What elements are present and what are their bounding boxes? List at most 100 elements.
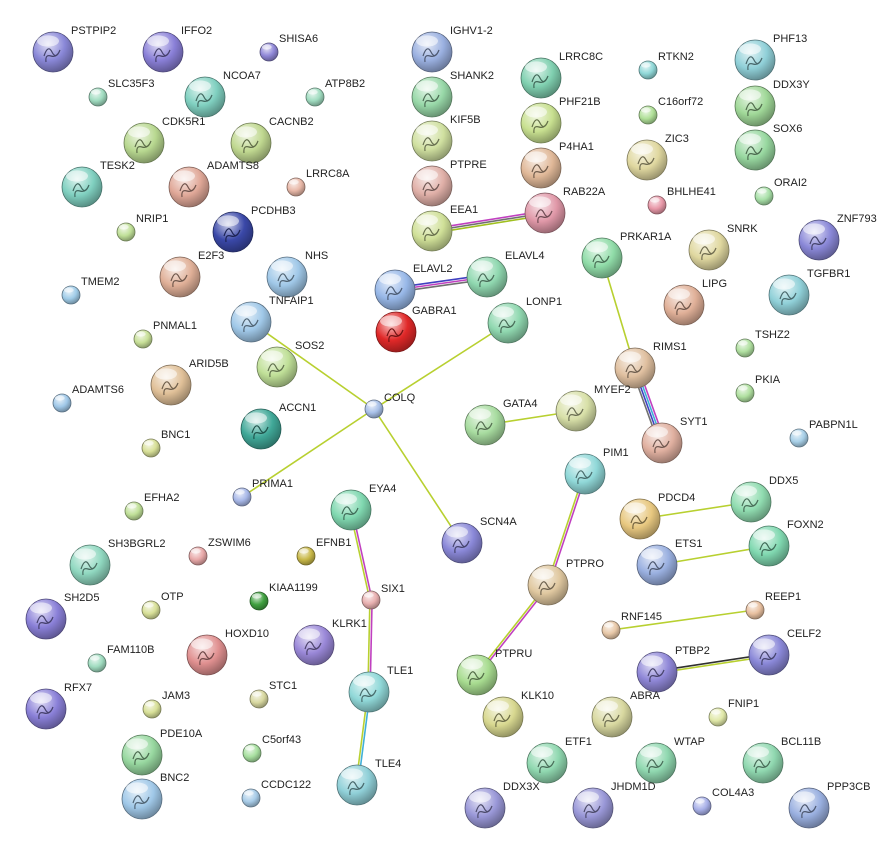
- node-tle1[interactable]: TLE1: [348, 665, 413, 713]
- node-col4a3[interactable]: COL4A3: [692, 787, 754, 816]
- node-elavl2[interactable]: ELAVL2: [374, 263, 453, 311]
- node-nhs[interactable]: NHS: [266, 250, 328, 298]
- node-zic3[interactable]: ZIC3: [626, 133, 689, 181]
- node-rnf145[interactable]: RNF145: [601, 611, 662, 640]
- node-tgfbr1[interactable]: TGFBR1: [768, 268, 850, 316]
- node-bcl11b[interactable]: BCL11B: [742, 736, 821, 784]
- node-prima1[interactable]: PRIMA1: [232, 478, 293, 507]
- node-bhlhe41[interactable]: BHLHE41: [647, 186, 716, 215]
- node-sox6[interactable]: SOX6: [734, 123, 802, 171]
- node-six1[interactable]: SIX1: [361, 583, 405, 610]
- node-ptpro[interactable]: PTPRO: [527, 558, 604, 606]
- node-syt1[interactable]: SYT1: [641, 416, 708, 464]
- node-p4ha1[interactable]: P4HA1: [520, 141, 594, 189]
- node-ncoa7[interactable]: NCOA7: [184, 70, 261, 118]
- node-ptpre[interactable]: PTPRE: [411, 159, 487, 207]
- node-cdk5r1[interactable]: CDK5R1: [123, 116, 205, 164]
- node-klrk1[interactable]: KLRK1: [293, 618, 367, 666]
- node-lrrc8c[interactable]: LRRC8C: [520, 51, 603, 99]
- node-colq[interactable]: COLQ: [364, 392, 416, 419]
- node-tshz2[interactable]: TSHZ2: [735, 329, 790, 358]
- node-sh2d5[interactable]: SH2D5: [25, 592, 99, 640]
- node-rab22a[interactable]: RAB22A: [524, 186, 606, 234]
- node-sos2[interactable]: SOS2: [256, 340, 324, 388]
- node-e2f3[interactable]: E2F3: [159, 250, 224, 298]
- node-elavl4[interactable]: ELAVL4: [466, 250, 545, 298]
- node-lonp1[interactable]: LONP1: [487, 296, 562, 344]
- node-eya4[interactable]: EYA4: [330, 483, 396, 531]
- node-tmem2[interactable]: TMEM2: [61, 276, 120, 305]
- node-jam3[interactable]: JAM3: [142, 690, 190, 719]
- node-sh3bgrl2[interactable]: SH3BGRL2: [69, 538, 165, 586]
- node-ddx3x[interactable]: DDX3X: [464, 781, 540, 829]
- node-hoxd10[interactable]: HOXD10: [186, 628, 269, 676]
- node-myef2[interactable]: MYEF2: [555, 384, 631, 432]
- node-shank2[interactable]: SHANK2: [411, 70, 494, 118]
- node-rfx7[interactable]: RFX7: [25, 682, 92, 730]
- node-pcdhb3[interactable]: PCDHB3: [212, 205, 296, 253]
- node-pabpn1l[interactable]: PABPN1L: [789, 419, 858, 448]
- node-adamts8[interactable]: ADAMTS8: [168, 160, 259, 208]
- node-pstpip2[interactable]: PSTPIP2: [32, 25, 116, 73]
- node-ptpru[interactable]: PTPRU: [456, 648, 532, 696]
- node-accn1[interactable]: ACCN1: [240, 402, 316, 450]
- node-reep1[interactable]: REEP1: [745, 591, 801, 620]
- node-otp[interactable]: OTP: [141, 591, 184, 620]
- node-iffo2[interactable]: IFFO2: [142, 25, 212, 73]
- node-abra[interactable]: ABRA: [591, 690, 661, 738]
- node-zswim6[interactable]: ZSWIM6: [188, 537, 251, 566]
- node-stc1[interactable]: STC1: [249, 680, 297, 709]
- node-kif5b[interactable]: KIF5B: [411, 114, 481, 162]
- node-gata4[interactable]: GATA4: [464, 398, 537, 446]
- node-ccdc122[interactable]: CCDC122: [241, 779, 311, 808]
- node-gabra1[interactable]: GABRA1: [375, 305, 457, 353]
- node-znf793[interactable]: ZNF793: [798, 213, 877, 261]
- node-bnc2[interactable]: BNC2: [121, 772, 189, 820]
- node-rims1[interactable]: RIMS1: [614, 341, 687, 389]
- node-lipg[interactable]: LIPG: [663, 278, 727, 326]
- node-ppp3cb[interactable]: PPP3CB: [788, 781, 870, 829]
- node-rtkn2[interactable]: RTKN2: [638, 51, 694, 80]
- node-efnb1[interactable]: EFNB1: [296, 537, 351, 566]
- node-ddx5[interactable]: DDX5: [730, 475, 798, 523]
- node-pkia[interactable]: PKIA: [735, 374, 781, 403]
- node-nrip1[interactable]: NRIP1: [116, 213, 168, 242]
- node-phf13[interactable]: PHF13: [734, 33, 807, 81]
- node-adamts6[interactable]: ADAMTS6: [52, 384, 124, 413]
- node-tle4[interactable]: TLE4: [336, 758, 401, 806]
- node-etf1[interactable]: ETF1: [526, 736, 592, 784]
- node-shisa6[interactable]: SHISA6: [259, 33, 318, 62]
- node-fnip1[interactable]: FNIP1: [708, 698, 759, 727]
- node-tnfaip1[interactable]: TNFAIP1: [230, 295, 314, 343]
- node-scn4a[interactable]: SCN4A: [441, 516, 517, 564]
- node-klk10[interactable]: KLK10: [482, 690, 554, 738]
- node-ptbp2[interactable]: PTBP2: [636, 645, 710, 693]
- node-c16orf72[interactable]: C16orf72: [638, 96, 703, 125]
- node-jhdm1d[interactable]: JHDM1D: [572, 781, 656, 829]
- node-bnc1[interactable]: BNC1: [141, 429, 190, 458]
- node-slc35f3[interactable]: SLC35F3: [88, 78, 154, 107]
- node-arid5b[interactable]: ARID5B: [150, 358, 229, 406]
- node-wtap[interactable]: WTAP: [635, 736, 705, 784]
- node-ighv1-2[interactable]: IGHV1-2: [411, 25, 493, 73]
- node-snrk[interactable]: SNRK: [688, 223, 758, 271]
- node-pde10a[interactable]: PDE10A: [121, 728, 203, 776]
- node-eea1[interactable]: EEA1: [411, 204, 478, 252]
- node-ddx3y[interactable]: DDX3Y: [734, 79, 810, 127]
- node-prkar1a[interactable]: PRKAR1A: [581, 231, 672, 279]
- node-pnmal1[interactable]: PNMAL1: [133, 320, 197, 349]
- node-atp8b2[interactable]: ATP8B2: [305, 78, 365, 107]
- node-ets1[interactable]: ETS1: [636, 538, 703, 586]
- node-pdcd4[interactable]: PDCD4: [619, 492, 695, 540]
- node-kiaa1199[interactable]: KIAA1199: [249, 582, 318, 611]
- node-efha2[interactable]: EFHA2: [124, 492, 179, 521]
- node-c5orf43[interactable]: C5orf43: [242, 734, 301, 763]
- node-tesk2[interactable]: TESK2: [61, 160, 135, 208]
- node-pim1[interactable]: PIM1: [564, 447, 629, 495]
- node-orai2[interactable]: ORAI2: [754, 177, 807, 206]
- node-celf2[interactable]: CELF2: [748, 628, 821, 676]
- node-foxn2[interactable]: FOXN2: [748, 519, 824, 567]
- node-lrrc8a[interactable]: LRRC8A: [286, 168, 350, 197]
- node-cacnb2[interactable]: CACNB2: [230, 116, 314, 164]
- node-fam110b[interactable]: FAM110B: [87, 644, 155, 673]
